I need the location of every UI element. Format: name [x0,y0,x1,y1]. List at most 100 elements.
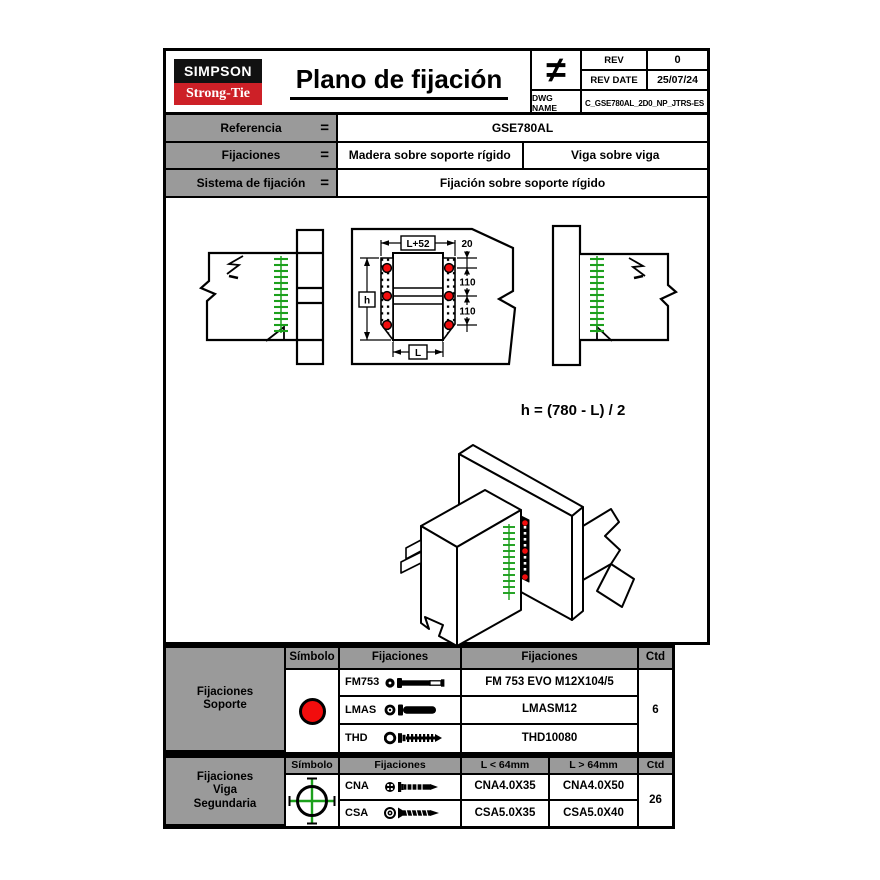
fastener-name: LMASM12 [462,697,639,725]
iso-screw-line [503,524,515,600]
info-label-text: Fijaciones [221,148,281,163]
revision-block: ≠ REV 0 REV DATE 25/07/24 DWG NAME C_GSE… [530,51,707,115]
support-symbol-cell [286,670,340,752]
svg-text:110: 110 [459,307,476,318]
label-line: Fijaciones [196,685,254,698]
equals-sign: = [320,146,329,164]
screw-line-left [274,256,288,333]
bolt-positions [381,262,455,331]
col-header-ctd: Ctd [639,758,672,775]
col-header-simbolo: Símbolo [286,758,340,775]
fastener-name: FM 753 EVO M12X104/5 [462,670,639,698]
fastener-row: CSA [340,800,462,826]
page-title-wrap: Plano de fijación [268,51,530,112]
fastener-size-short: CSA5.0X35 [462,800,550,826]
svg-text:L: L [415,348,421,359]
info-row-fijaciones: Fijaciones = Madera sobre soporte rígido… [166,142,707,170]
svg-text:110: 110 [459,278,476,289]
beam-qty: 26 [649,793,662,806]
rod-thd-icon [384,732,442,745]
isometric-view [400,444,635,645]
info-value: Fijación sobre soporte rígido [439,175,606,190]
screw-csa-icon [384,807,439,820]
svg-text:h: h [364,296,370,307]
fastener-code: THD [345,732,368,744]
fastener-size-long: CSA5.0X40 [550,800,639,826]
fastener-row: FM753 [340,670,462,698]
svg-text:L+52: L+52 [406,239,430,250]
dim-h: h [358,257,391,341]
fastener-size-short: CNA4.0X35 [462,775,550,801]
beam-fixings-table: Fijaciones Viga Segundaria Símbolo Fijac… [163,755,675,829]
rev-value: 0 [648,51,707,71]
col-header-short: L < 64mm [462,758,550,775]
label-line: Soporte [203,699,247,711]
rev-label: REV [582,51,648,71]
front-view: L+52 h L [350,227,517,366]
bolt-lmas-icon [384,704,436,716]
info-value-left: Madera sobre soporte rígido [338,142,524,168]
support-qty: 6 [652,704,659,717]
nail-cna-icon [385,781,438,792]
section-break-icon [226,255,244,280]
label-line: Viga [212,784,238,797]
label-line: Segundaria [193,797,257,810]
brand-logo-top: SIMPSON [174,58,262,83]
dwg-name-label: DWG NAME [532,91,582,115]
formula-text: h = (780 - L) / 2 [521,402,626,419]
crosshair-symbol-icon [288,777,336,824]
section-break-icon [628,257,646,280]
bolt-fm753-icon [385,677,445,688]
info-row-sistema: Sistema de fijación = Fijación sobre sop… [166,170,707,198]
dim-bottom: L [392,342,444,360]
fastener-code: FM753 [345,676,380,689]
rev-date-value: 25/07/24 [648,71,707,91]
info-label-text: Referencia [220,120,282,135]
info-value: GSE780AL [491,120,554,135]
support-fixings-table: Fijaciones Soporte Símbolo Fijaciones Fi… [163,645,675,755]
svg-text:20: 20 [461,239,473,250]
col-header-fijaciones: Fijaciones [340,648,462,670]
dim-top: L+52 [380,235,456,256]
info-value-right: Viga sobre viga [571,148,660,163]
title-block: SIMPSON Strong-Tie Plano de fijación ≠ R… [166,51,707,115]
beam-table-label: Fijaciones Viga Segundaria [166,758,286,826]
fastener-code: CSA [345,806,369,819]
support-table-label: Fijaciones Soporte [166,648,286,752]
rev-date-label: REV DATE [582,71,648,91]
dim-right: 20 110 110 [456,239,479,332]
equals-sign: = [320,174,329,192]
beam-symbol-cell [286,775,340,826]
brand-logo: SIMPSON Strong-Tie [166,51,268,112]
col-header-fijaciones: Fijaciones [340,758,462,775]
col-header-simbolo: Símbolo [286,648,340,670]
equals-sign: = [320,119,329,137]
fastener-code: CNA [345,780,369,793]
info-label: Sistema de fijación = [166,170,338,196]
fastener-row: LMAS [340,697,462,725]
fastener-row: CNA [340,775,462,801]
dwg-name-value: C_GSE780AL_2D0_NP_JTRS-ES [584,98,705,108]
col-header-ctd: Ctd [639,648,672,670]
info-label: Referencia = [166,115,338,141]
info-label-text: Sistema de fijación [196,175,306,190]
label-line: Fijaciones [196,771,254,784]
projection-symbol-icon: ≠ [532,51,582,91]
fastener-name: THD10080 [462,724,639,752]
iso-connector-strip [520,515,530,583]
side-view-right [551,224,678,367]
fastener-row: THD [340,724,462,752]
red-circle-symbol-icon [298,697,326,725]
col-header-fijaciones: Fijaciones [462,648,639,670]
page-title: Plano de fijación [289,64,509,100]
fastener-code: LMAS [345,703,377,716]
info-label: Fijaciones = [166,142,338,168]
fastener-size-long: CNA4.0X50 [550,775,639,801]
technical-drawing: L+52 h L [198,224,678,645]
info-row-referencia: Referencia = GSE780AL [166,115,707,143]
drawing-sheet: SIMPSON Strong-Tie Plano de fijación ≠ R… [163,48,710,829]
brand-logo-bottom: Strong-Tie [174,82,262,105]
screw-line-right [590,256,604,333]
side-view-left [198,228,325,366]
col-header-long: L > 64mm [550,758,639,775]
